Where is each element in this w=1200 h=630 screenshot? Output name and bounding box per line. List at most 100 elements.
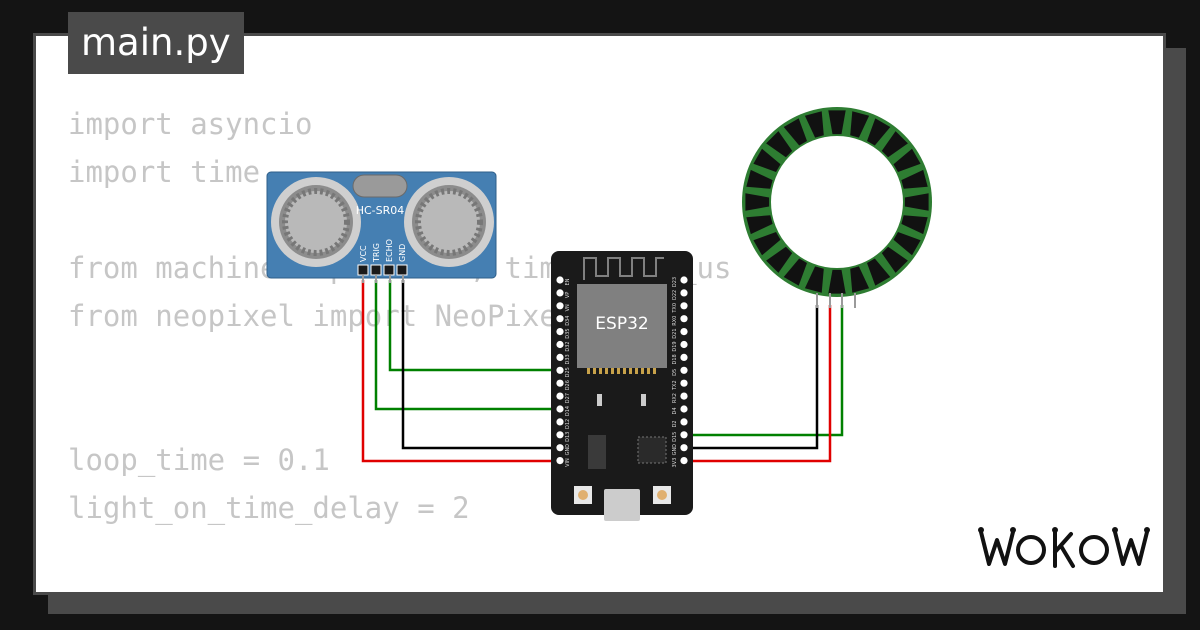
board-pin[interactable] xyxy=(680,366,688,374)
board-pin-label: D4 xyxy=(672,407,678,414)
board-pin-label: D21 xyxy=(672,328,678,338)
ring-pixel xyxy=(850,111,870,138)
board-pin[interactable] xyxy=(680,379,688,387)
board-pin-label: RX0 xyxy=(672,316,678,326)
sensor-pin-label: VCC xyxy=(359,245,368,262)
board-pin[interactable] xyxy=(680,418,688,426)
wire-ring-gnd[interactable] xyxy=(681,305,819,450)
board-pin-label: TX2 xyxy=(672,380,678,391)
board-pin[interactable] xyxy=(680,315,688,323)
board-pins-left: ENVPVND34D35D32D33D25D26D27D14D12D13GNDV… xyxy=(556,276,571,467)
board-pin[interactable] xyxy=(556,444,564,452)
wire-ring-data[interactable] xyxy=(681,305,844,437)
code-line: light_on_time_delay = 2 xyxy=(68,491,470,525)
ring-pixel xyxy=(893,232,921,256)
board-pin-label: GND xyxy=(565,444,571,456)
ring-pixel xyxy=(828,269,846,294)
board-pin-label: D18 xyxy=(672,354,678,364)
board-pin[interactable] xyxy=(556,379,564,387)
board-pin-label: EN xyxy=(565,278,571,285)
ring-pixel xyxy=(881,131,908,158)
board-pin[interactable] xyxy=(556,302,564,310)
board-pin[interactable] xyxy=(556,353,564,361)
board-pin[interactable] xyxy=(680,328,688,336)
board-pin-label: D22 xyxy=(672,290,678,300)
board-pin-label: D13 xyxy=(565,432,571,442)
code-line: import asyncio xyxy=(68,107,313,141)
esp32-module xyxy=(577,284,667,368)
sensor-label: HC-SR04 xyxy=(356,204,405,217)
ring-pixel xyxy=(766,246,793,273)
wire-vcc[interactable] xyxy=(361,280,560,463)
wire-echo[interactable] xyxy=(374,280,560,411)
usb-uart-chip xyxy=(637,436,667,464)
ultrasonic-sensor[interactable]: HC-SR04 VCC TRIG ECHO GND xyxy=(266,171,497,283)
board-pins-right: D23D22TX0RX0D21D19D18D5TX2RX2D4D2D15GND3… xyxy=(672,276,688,467)
en-button[interactable] xyxy=(653,486,671,504)
file-tab[interactable]: main.py xyxy=(68,12,244,74)
board-pin-label: D12 xyxy=(565,419,571,429)
board-pin-label: RX2 xyxy=(672,393,678,403)
ring-pixel xyxy=(746,169,773,189)
ring-pixel xyxy=(804,111,824,138)
board-pin-label: 3V3 xyxy=(672,458,678,468)
board-pin-label: D15 xyxy=(672,432,678,442)
ring-pixel xyxy=(783,258,807,286)
board-pin-label: VIN xyxy=(565,458,571,467)
board-pin[interactable] xyxy=(556,431,564,439)
board-pin[interactable] xyxy=(680,340,688,349)
board-pin-label: TX0 xyxy=(672,303,678,314)
board-pin[interactable] xyxy=(680,353,688,361)
board-pin[interactable] xyxy=(556,328,564,336)
code-line: loop_time = 0.1 xyxy=(68,443,330,477)
board-pin[interactable] xyxy=(680,392,688,400)
board-pin[interactable] xyxy=(680,405,688,413)
board-pin-label: D33 xyxy=(565,354,571,364)
wire-gnd[interactable] xyxy=(401,280,560,450)
board-pin-label: D35 xyxy=(565,328,571,338)
board-pin-label: D5 xyxy=(672,369,678,376)
board-pin[interactable] xyxy=(556,457,564,465)
board-pin[interactable] xyxy=(556,392,564,400)
ring-pixel xyxy=(783,118,807,146)
board-pin[interactable] xyxy=(556,289,564,297)
ring-pins xyxy=(816,293,856,308)
board-pin[interactable] xyxy=(556,315,564,323)
board-pin-label: D26 xyxy=(565,380,571,390)
board-pin[interactable] xyxy=(680,431,688,439)
wokwi-logo xyxy=(978,527,1150,568)
usb-port xyxy=(604,489,640,521)
ring-pixel xyxy=(901,215,928,235)
board-pin[interactable] xyxy=(556,405,564,413)
ring-pixel xyxy=(753,148,781,172)
board-pin[interactable] xyxy=(556,418,564,426)
wire-ring-vcc[interactable] xyxy=(681,305,832,463)
ring-pixel xyxy=(904,193,929,211)
ring-pixel xyxy=(893,148,921,172)
board-pin-label: D32 xyxy=(565,341,571,351)
board-pin[interactable] xyxy=(680,276,688,284)
board-pin-label: D14 xyxy=(565,406,571,416)
board-pin[interactable] xyxy=(556,340,564,349)
board-pin[interactable] xyxy=(556,366,564,374)
board-pin-label: D23 xyxy=(672,277,678,287)
board-pin[interactable] xyxy=(680,302,688,310)
board-pin[interactable] xyxy=(680,289,688,297)
ring-pixel xyxy=(766,131,793,158)
board-pin-label: GND xyxy=(672,444,678,456)
antenna-trace xyxy=(583,257,664,280)
module-label: ESP32 xyxy=(595,314,648,334)
board-pin[interactable] xyxy=(680,444,688,452)
sensor-transducer-right xyxy=(404,177,494,267)
esp32-board[interactable]: ESP32 ENVPVND34D35D32D33D25D26D27D14D12D… xyxy=(551,251,693,521)
board-pin[interactable] xyxy=(556,276,564,284)
board-pin-label: D25 xyxy=(565,367,571,377)
board-pin[interactable] xyxy=(680,457,688,465)
board-pin-label: D27 xyxy=(565,393,571,403)
neopixel-ring[interactable] xyxy=(742,107,932,308)
ring-pixel xyxy=(881,246,908,273)
boot-button[interactable] xyxy=(574,486,592,504)
ring-pixel xyxy=(867,258,891,286)
ring-pixel xyxy=(867,118,891,146)
